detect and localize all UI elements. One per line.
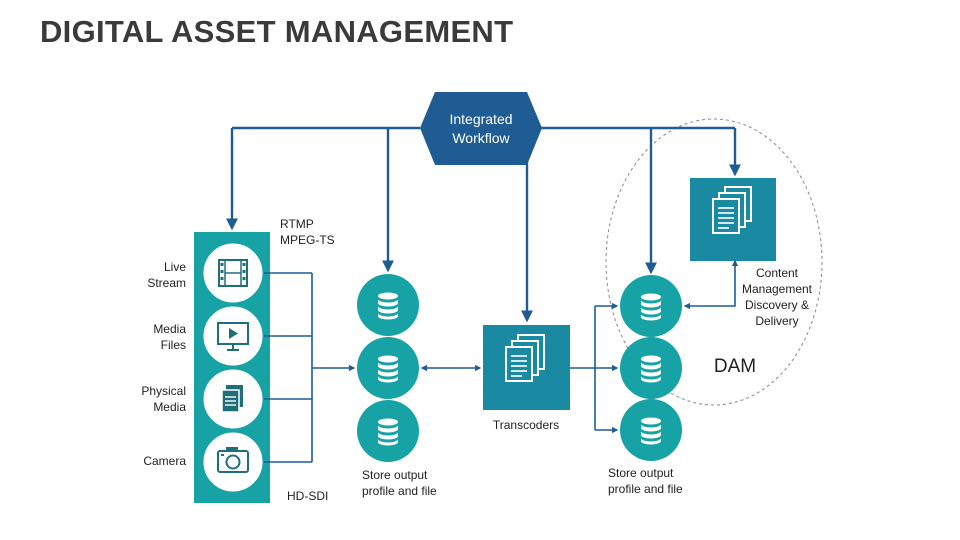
protocol-hdsdi-label: HD-SDI	[287, 489, 328, 503]
source-physical-media	[202, 368, 264, 430]
hub-label-line2: Workflow	[452, 130, 510, 146]
right-storage-label-line1: Store output	[608, 466, 674, 480]
transcoders-box	[483, 325, 570, 410]
left-storage-stack	[357, 274, 419, 462]
source-live-stream	[202, 242, 264, 304]
media-files-label-line2: Files	[161, 338, 186, 352]
documents-icon	[221, 385, 243, 413]
media-files-label-line1: Media	[153, 322, 186, 336]
protocol-mpegts-label: MPEG-TS	[280, 233, 335, 247]
integrated-workflow-hub: Integrated Workflow	[420, 92, 542, 165]
live-stream-label-line2: Stream	[147, 276, 186, 290]
content-storage-link	[683, 259, 739, 310]
content-label-line2: Management	[742, 282, 813, 296]
live-stream-label-line1: Live	[164, 260, 186, 274]
transcoders-label: Transcoders	[493, 418, 559, 432]
hub-distribution-lines	[226, 126, 741, 323]
content-label-line1: Content	[756, 266, 799, 280]
dam-boundary	[605, 118, 823, 406]
monitor-play-icon	[217, 322, 249, 351]
left-storage-label-line2: profile and file	[362, 484, 437, 498]
content-label-line4: Delivery	[755, 314, 798, 328]
physical-media-label-line2: Media	[153, 400, 186, 414]
hub-label-line1: Integrated	[449, 111, 512, 127]
camera-icon	[217, 447, 249, 473]
left-storage-label-line1: Store output	[362, 468, 428, 482]
content-management-box	[690, 178, 776, 261]
dam-label: DAM	[714, 356, 756, 377]
transcoder-connectors	[570, 302, 619, 434]
page-title: DIGITAL ASSET MANAGEMENT	[40, 14, 514, 49]
camera-label: Camera	[143, 454, 186, 468]
source-media-files	[202, 305, 264, 367]
protocol-rtmp-label: RTMP	[280, 217, 314, 231]
right-storage-label-line2: profile and file	[608, 482, 683, 496]
physical-media-label-line1: Physical	[141, 384, 186, 398]
film-icon	[218, 259, 248, 287]
source-connectors	[264, 272, 356, 463]
right-storage-stack	[620, 275, 682, 461]
content-label-line3: Discovery &	[745, 298, 809, 312]
source-camera	[202, 431, 264, 493]
